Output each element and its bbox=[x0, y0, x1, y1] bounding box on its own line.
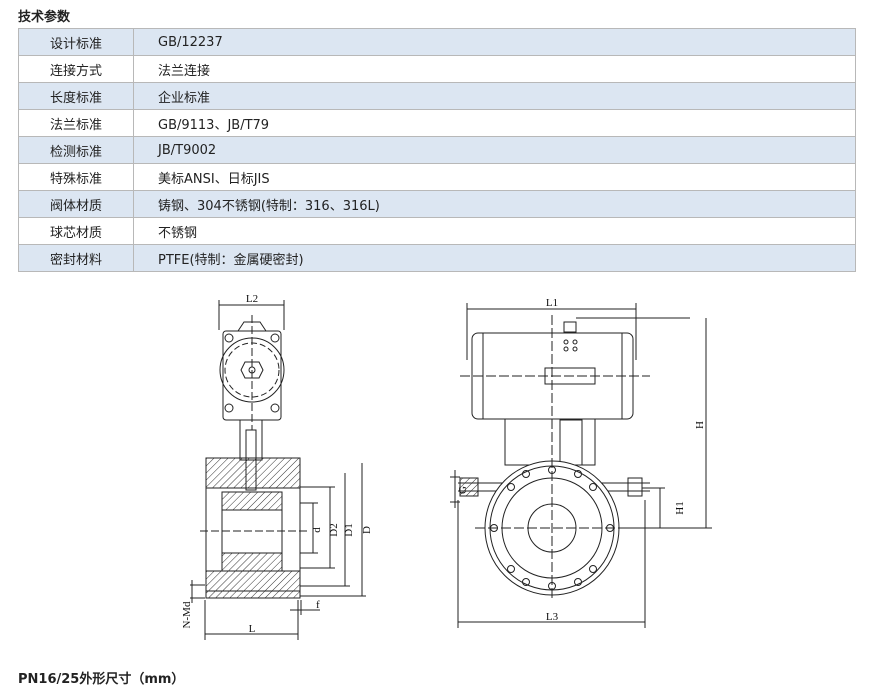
spec-label: 长度标准 bbox=[18, 82, 134, 110]
section-title: 技术参数 bbox=[18, 10, 71, 25]
dim-label-L1: L1 bbox=[546, 297, 558, 309]
spec-label: 检测标准 bbox=[18, 136, 134, 164]
front-view bbox=[450, 303, 712, 628]
dim-label-d: d bbox=[311, 527, 323, 533]
table-row: 长度标准企业标准 bbox=[18, 82, 856, 110]
spec-value: GB/9113、JB/T79 bbox=[133, 109, 856, 137]
side-view bbox=[190, 300, 366, 640]
spec-label: 阀体材质 bbox=[18, 190, 134, 218]
dim-label-n-md: N-Md bbox=[181, 601, 193, 628]
dim-label-D1: D1 bbox=[343, 523, 355, 536]
spec-value: GB/12237 bbox=[133, 28, 856, 56]
spec-value: PTFE(特制：金属硬密封) bbox=[133, 244, 856, 272]
dim-label-D: D bbox=[361, 526, 373, 534]
spec-value: 不锈钢 bbox=[133, 217, 856, 245]
dimensions-title: PN16/25外形尺寸（mm） bbox=[18, 672, 185, 687]
dim-label-L3: L3 bbox=[546, 611, 559, 623]
dim-label-H: H bbox=[694, 421, 706, 429]
table-row: 特殊标准美标ANSI、日标JIS bbox=[18, 163, 856, 191]
dim-label-G: G bbox=[457, 486, 469, 494]
dim-label-L: L bbox=[249, 623, 256, 635]
dim-label-H1: H1 bbox=[674, 501, 686, 514]
spec-label: 连接方式 bbox=[18, 55, 134, 83]
valve-drawing: L2 L1 H H1 G d D2 D1 D f N-Md L L3 bbox=[181, 293, 712, 640]
spec-label: 特殊标准 bbox=[18, 163, 134, 191]
spec-label: 球芯材质 bbox=[18, 217, 134, 245]
dim-label-f: f bbox=[316, 599, 320, 611]
dim-label-D2: D2 bbox=[328, 523, 340, 536]
spec-value: 企业标准 bbox=[133, 82, 856, 110]
dim-label-L2: L2 bbox=[246, 293, 258, 305]
spec-label: 密封材料 bbox=[18, 244, 134, 272]
table-row: 球芯材质不锈钢 bbox=[18, 217, 856, 245]
table-row: 连接方式法兰连接 bbox=[18, 55, 856, 83]
